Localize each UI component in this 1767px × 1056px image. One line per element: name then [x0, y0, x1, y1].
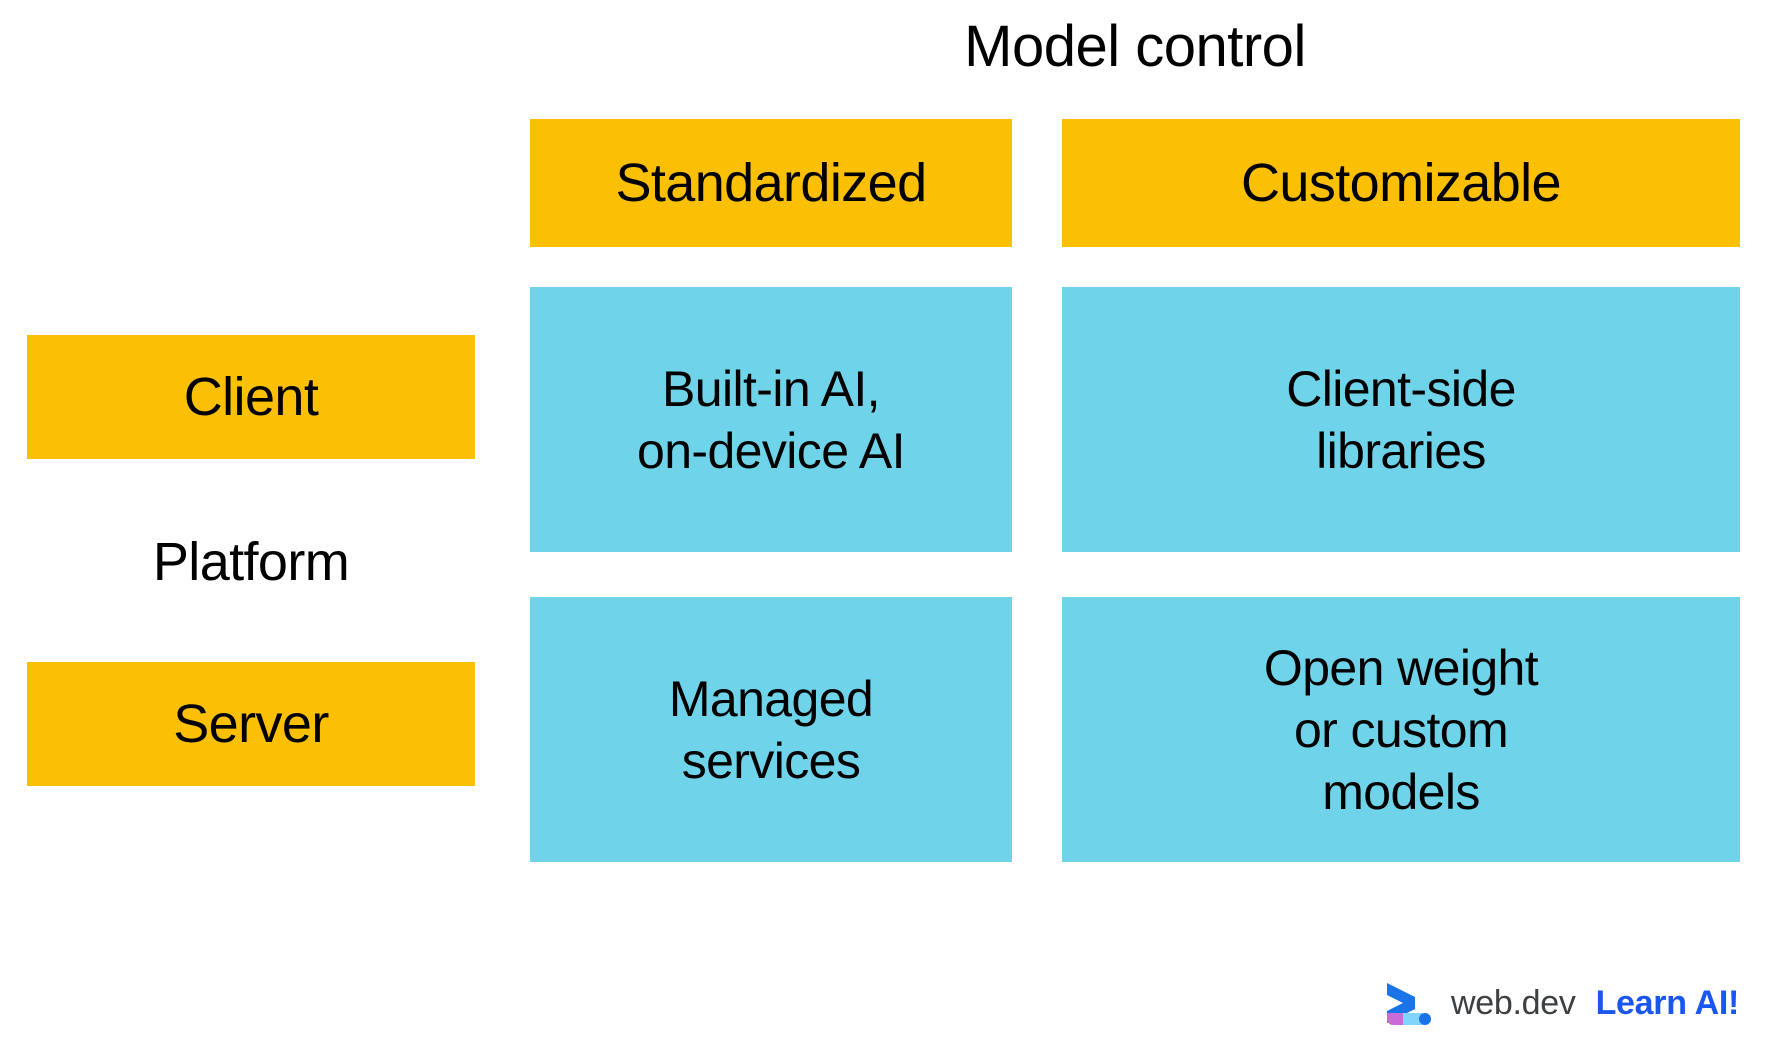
row-header-client-label: Client — [183, 367, 319, 427]
column-header-standardized: Standardized — [530, 119, 1012, 247]
cell-server-standardized: Managed services — [530, 597, 1012, 862]
row-header-server-label: Server — [173, 694, 329, 754]
cell-client-standardized-text: Built-in AI, on-device AI — [637, 360, 906, 479]
cell-client-standardized: Built-in AI, on-device AI — [530, 287, 1012, 552]
cell-client-customizable-text: Client-side libraries — [1286, 360, 1516, 479]
row-header-server: Server — [27, 662, 475, 786]
cell-server-customizable-text: Open weight or custom models — [1263, 639, 1539, 820]
column-header-customizable-label: Customizable — [1241, 153, 1562, 213]
learn-ai-tagline: Learn AI! — [1595, 984, 1740, 1022]
page-title: Model control — [964, 14, 1306, 79]
webdev-chevron-icon — [1387, 983, 1432, 1025]
axis-label-platform: Platform — [152, 532, 350, 592]
footer-branding: web.dev Learn AI! — [1383, 976, 1739, 1030]
webdev-wordmark: web.dev — [1451, 984, 1576, 1022]
column-header-standardized-label: Standardized — [615, 153, 927, 213]
cell-server-customizable: Open weight or custom models — [1062, 597, 1740, 862]
cell-client-customizable: Client-side libraries — [1062, 287, 1740, 552]
cell-server-standardized-text: Managed services — [668, 670, 874, 789]
row-header-client: Client — [27, 335, 475, 459]
column-header-customizable: Customizable — [1062, 119, 1740, 247]
